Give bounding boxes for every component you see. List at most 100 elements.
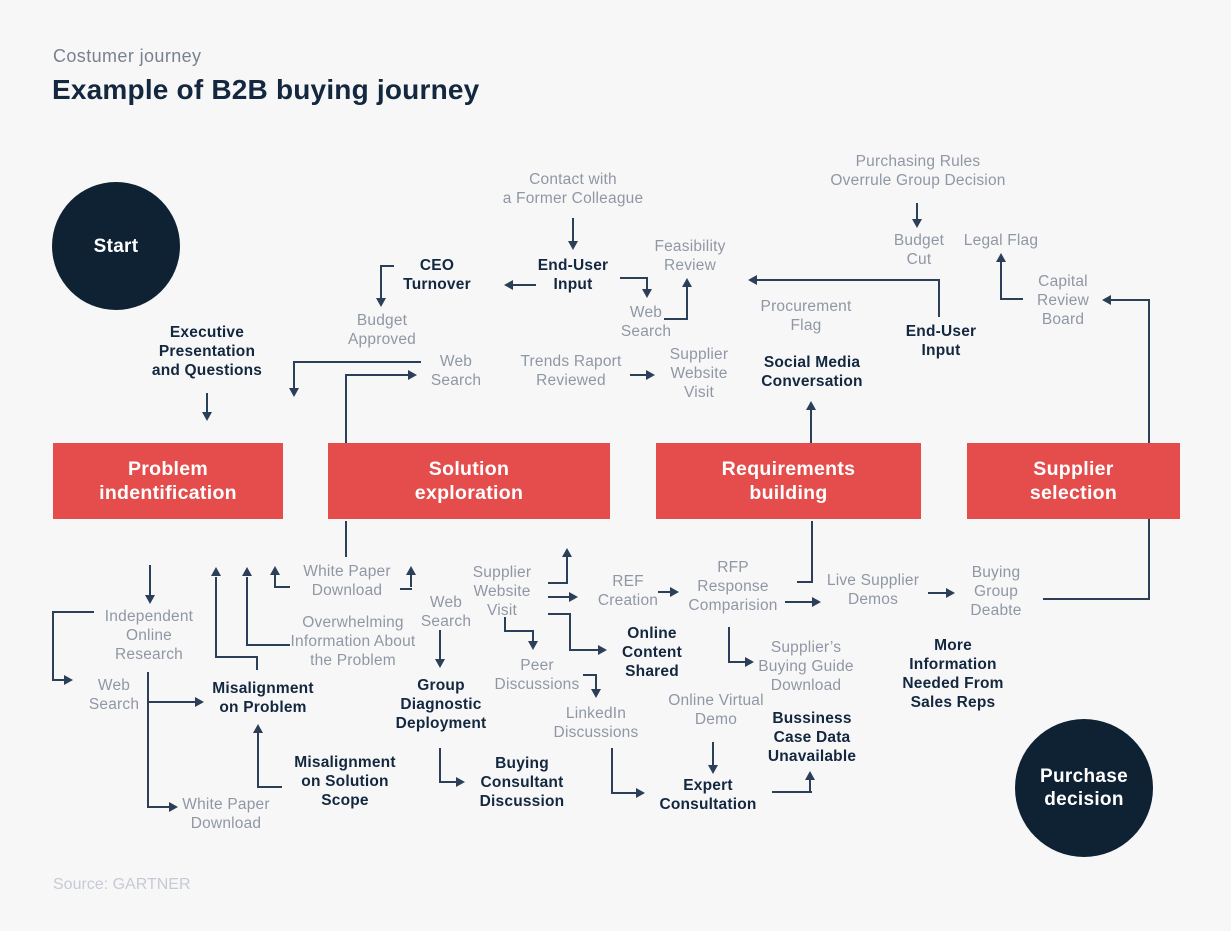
edge-line [532,630,534,644]
arrowhead-up [805,771,815,780]
edge-line [380,265,382,302]
node-peer-discussions: Peer Discussions [494,657,580,693]
node-supplier-website-visit-mid: Supplier Website Visit [472,564,532,619]
stage-problem-identification: Problem indentification [53,443,283,519]
arrowhead-up [211,567,221,576]
node-buying-consultant-discussion: Buying Consultant Discussion [479,755,565,810]
edge-line [938,279,940,317]
node-rfp-response-comparision: RFP Response Comparision [688,559,778,614]
arrowhead-down [289,388,299,397]
edge-line [712,742,714,768]
edge-line [52,679,66,681]
node-end-user-input-1: End-User Input [537,257,609,293]
node-web-search-gap: Web Search [430,353,482,389]
edge-line [52,611,54,681]
edge-line [256,656,258,670]
edge-line [1043,598,1150,600]
arrowhead-right [195,697,204,707]
arrowhead-down [528,641,538,650]
arrowhead-left [748,275,757,285]
node-web-search-left: Web Search [88,677,140,713]
diagram-subtitle: Costumer journey [53,46,202,66]
arrowhead-up [682,278,692,287]
arrowhead-right [408,370,417,380]
node-live-supplier-demos: Live Supplier Demos [826,572,920,608]
edge-line [504,617,506,632]
edge-line [566,553,568,584]
edge-line [1001,298,1023,300]
arrowhead-right [598,645,607,655]
node-web-search-mid: Web Search [420,594,472,630]
edge-line [785,601,815,603]
edge-line [548,613,570,615]
arrowhead-right [812,597,821,607]
edge-line [1000,260,1002,300]
node-web-search-east: Web Search [620,304,672,340]
edge-line [246,644,290,646]
arrowhead-down [202,412,212,421]
arrowhead-up [406,566,416,575]
node-legal-flag: Legal Flag [963,232,1039,249]
node-budget-cut: Budget Cut [893,232,945,268]
node-linkedin-discussions: LinkedIn Discussions [553,705,639,741]
edge-line [246,577,248,646]
arrowhead-right [745,657,754,667]
node-capital-review-board: Capital Review Board [1036,273,1090,328]
node-feasibility-review: Feasibility Review [654,238,726,274]
page-title: Example of B2B buying journey [52,74,480,105]
edge-line [257,731,259,788]
edge-line [206,393,208,416]
edge-line [215,656,258,658]
edge-line [257,786,282,788]
arrowhead-up [996,253,1006,262]
edge-line [52,611,94,613]
node-trends-raport-reviewed: Trends Raport Reviewed [520,353,622,389]
edge-line [646,277,648,293]
edge-line [293,361,295,392]
edge-line [293,361,421,363]
node-more-information-needed: More Information Needed From Sales Reps [902,637,1004,711]
arrowhead-down [708,765,718,774]
edge-line [810,410,812,443]
arrowhead-right [636,788,645,798]
arrowhead-left [1102,295,1111,305]
edge-line [439,781,459,783]
edge-line [809,777,811,793]
node-misalignment-on-solution-scope: Misalignment on Solution Scope [294,754,396,809]
edge-line [772,791,812,793]
edge-line [548,582,568,584]
arrowhead-up [806,401,816,410]
arrowhead-down [435,659,445,668]
node-white-paper-download-mid: White Paper Download [303,563,391,599]
node-end-user-input-2: End-User Input [905,323,977,359]
arrowhead-up [562,548,572,557]
node-group-diagnostic-deployment: Group Diagnostic Deployment [395,677,487,732]
terminal-start: Start [52,182,180,310]
edge-line [345,521,347,557]
arrowhead-down [591,689,601,698]
edge-line [611,748,613,794]
edge-line [215,577,217,658]
node-expert-consultation: Expert Consultation [659,777,757,813]
edge-line [728,627,730,663]
arrowhead-up [242,567,252,576]
arrowhead-right [646,370,655,380]
node-online-content-shared: Online Content Shared [622,625,682,680]
edge-line [664,318,688,320]
arrowhead-down [568,241,578,250]
terminal-purchase-decision: Purchase decision [1015,719,1153,857]
edge-line [797,581,813,583]
edge-line [583,674,597,676]
edge-line [548,596,572,598]
arrowhead-down [912,219,922,228]
arrowhead-down [376,298,386,307]
stage-requirements-building: Requirements building [656,443,921,519]
edge-line [916,203,918,223]
node-social-media-conversation: Social Media Conversation [761,354,863,390]
arrowhead-down [145,595,155,604]
edge-line [569,649,601,651]
edge-line [572,218,574,246]
edge-line [274,571,276,587]
edge-line [658,591,673,593]
